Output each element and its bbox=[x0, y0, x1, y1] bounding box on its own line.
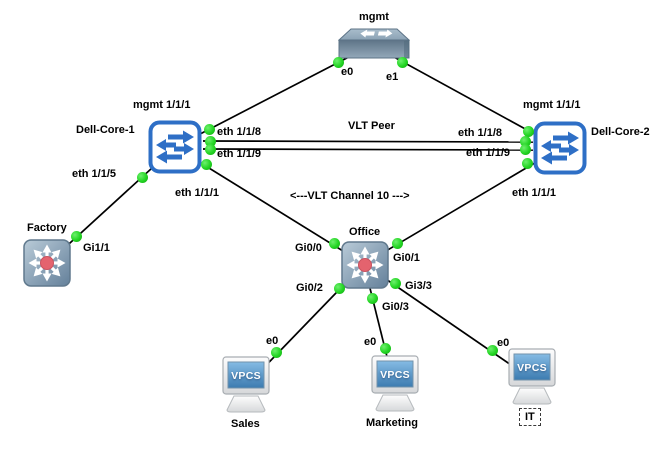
port-label-dc2-mgmt[interactable]: mgmt 1/1/1 bbox=[523, 99, 581, 111]
layer3-switch-icon bbox=[341, 241, 389, 289]
link-vlt-peer-eth9[interactable] bbox=[202, 148, 534, 151]
pc-icon bbox=[508, 348, 556, 405]
node-mgmt[interactable] bbox=[338, 27, 410, 63]
ethernet-switch-icon bbox=[338, 28, 410, 59]
port-label-dc2-eth119[interactable]: eth 1/1/9 bbox=[466, 147, 511, 159]
switch-center-dot bbox=[40, 256, 54, 270]
pc-screen bbox=[376, 360, 414, 388]
port-label-office-gi03[interactable]: Gi0/3 bbox=[382, 301, 409, 313]
port-label-dc1-eth115[interactable]: eth 1/1/5 bbox=[72, 168, 117, 180]
status-dot-office-gi03 bbox=[367, 293, 378, 304]
status-dot-factory-gi11 bbox=[71, 231, 82, 242]
multilayer-switch-icon bbox=[148, 120, 202, 174]
port-label-dc2-eth111[interactable]: eth 1/1/1 bbox=[512, 187, 557, 199]
annotation-vlt-channel[interactable]: <---VLT Channel 10 ---> bbox=[290, 190, 410, 202]
node-dell-core-2[interactable] bbox=[533, 121, 587, 175]
multilayer-switch-icon bbox=[533, 121, 587, 175]
status-dot-dc1-mgmt bbox=[204, 124, 215, 135]
pc-icon bbox=[371, 355, 419, 412]
node-office[interactable] bbox=[341, 241, 389, 289]
pc-screen bbox=[513, 353, 551, 381]
status-dot-marketing-e0 bbox=[380, 343, 391, 354]
status-dot-dc1-eth111 bbox=[201, 159, 212, 170]
port-label-mgmt-e1[interactable]: e1 bbox=[386, 71, 399, 83]
status-dot-dc2-eth111 bbox=[522, 158, 533, 169]
status-dot-dc2-eth119 bbox=[520, 144, 531, 155]
status-dot-office-gi01 bbox=[392, 238, 403, 249]
port-label-mgmt-e0[interactable]: e0 bbox=[341, 66, 354, 78]
status-dot-mgmt-e1 bbox=[397, 57, 408, 68]
pc-screen-label: VPCS bbox=[231, 370, 261, 382]
switch-center-dot bbox=[358, 258, 372, 272]
node-label-office[interactable]: Office bbox=[349, 226, 381, 238]
node-marketing[interactable]: VPCS bbox=[367, 355, 423, 413]
status-dot-office-gi33 bbox=[390, 278, 401, 289]
node-label-it-selected[interactable]: IT bbox=[519, 408, 541, 426]
port-label-office-gi02[interactable]: Gi0/2 bbox=[296, 282, 323, 294]
status-dot-office-gi00 bbox=[329, 238, 340, 249]
link-vlt-peer-eth8[interactable] bbox=[202, 140, 534, 143]
port-label-it-e0[interactable]: e0 bbox=[497, 337, 510, 349]
status-dot-it-e0 bbox=[487, 345, 498, 356]
status-dot-office-gi02 bbox=[334, 283, 345, 294]
pc-screen bbox=[227, 361, 265, 389]
port-label-office-gi01[interactable]: Gi0/1 bbox=[393, 252, 420, 264]
port-label-sales-e0[interactable]: e0 bbox=[266, 335, 279, 347]
pc-icon bbox=[222, 356, 270, 413]
pc-screen-label: VPCS bbox=[517, 362, 547, 374]
status-dot-dc1-eth119 bbox=[205, 144, 216, 155]
node-sales[interactable]: VPCS bbox=[218, 356, 274, 414]
node-factory[interactable] bbox=[23, 239, 71, 287]
port-label-marketing-e0[interactable]: e0 bbox=[364, 336, 377, 348]
node-label-factory[interactable]: Factory bbox=[27, 222, 67, 234]
port-label-dc1-eth118[interactable]: eth 1/1/8 bbox=[217, 126, 262, 138]
status-dot-dc1-eth115 bbox=[137, 172, 148, 183]
node-it[interactable]: VPCS bbox=[504, 348, 560, 406]
node-dell-core-1[interactable] bbox=[148, 120, 202, 174]
port-label-dc1-mgmt[interactable]: mgmt 1/1/1 bbox=[133, 99, 191, 111]
port-label-office-gi00[interactable]: Gi0/0 bbox=[295, 242, 322, 254]
port-label-dc1-eth111[interactable]: eth 1/1/1 bbox=[175, 187, 220, 199]
annotation-vlt-peer[interactable]: VLT Peer bbox=[348, 120, 395, 132]
status-dot-dc2-mgmt bbox=[523, 126, 534, 137]
node-label-dell-core-2[interactable]: Dell-Core-2 bbox=[591, 126, 650, 138]
node-label-sales[interactable]: Sales bbox=[231, 418, 260, 430]
node-label-marketing[interactable]: Marketing bbox=[366, 417, 418, 429]
port-label-dc1-eth119[interactable]: eth 1/1/9 bbox=[217, 148, 262, 160]
layer3-switch-icon bbox=[23, 239, 71, 287]
node-label-dell-core-1[interactable]: Dell-Core-1 bbox=[76, 124, 135, 136]
node-label-mgmt[interactable]: mgmt bbox=[359, 11, 389, 23]
status-dot-mgmt-e0 bbox=[333, 57, 344, 68]
port-label-office-gi33[interactable]: Gi3/3 bbox=[405, 280, 432, 292]
status-dot-dc2-eth118 bbox=[520, 136, 531, 147]
port-label-factory-gi11[interactable]: Gi1/1 bbox=[83, 242, 110, 254]
status-dot-sales-e0 bbox=[271, 347, 282, 358]
pc-screen-label: VPCS bbox=[380, 369, 410, 381]
status-dot-dc1-eth118 bbox=[205, 136, 216, 147]
port-label-dc2-eth118[interactable]: eth 1/1/8 bbox=[458, 127, 503, 139]
